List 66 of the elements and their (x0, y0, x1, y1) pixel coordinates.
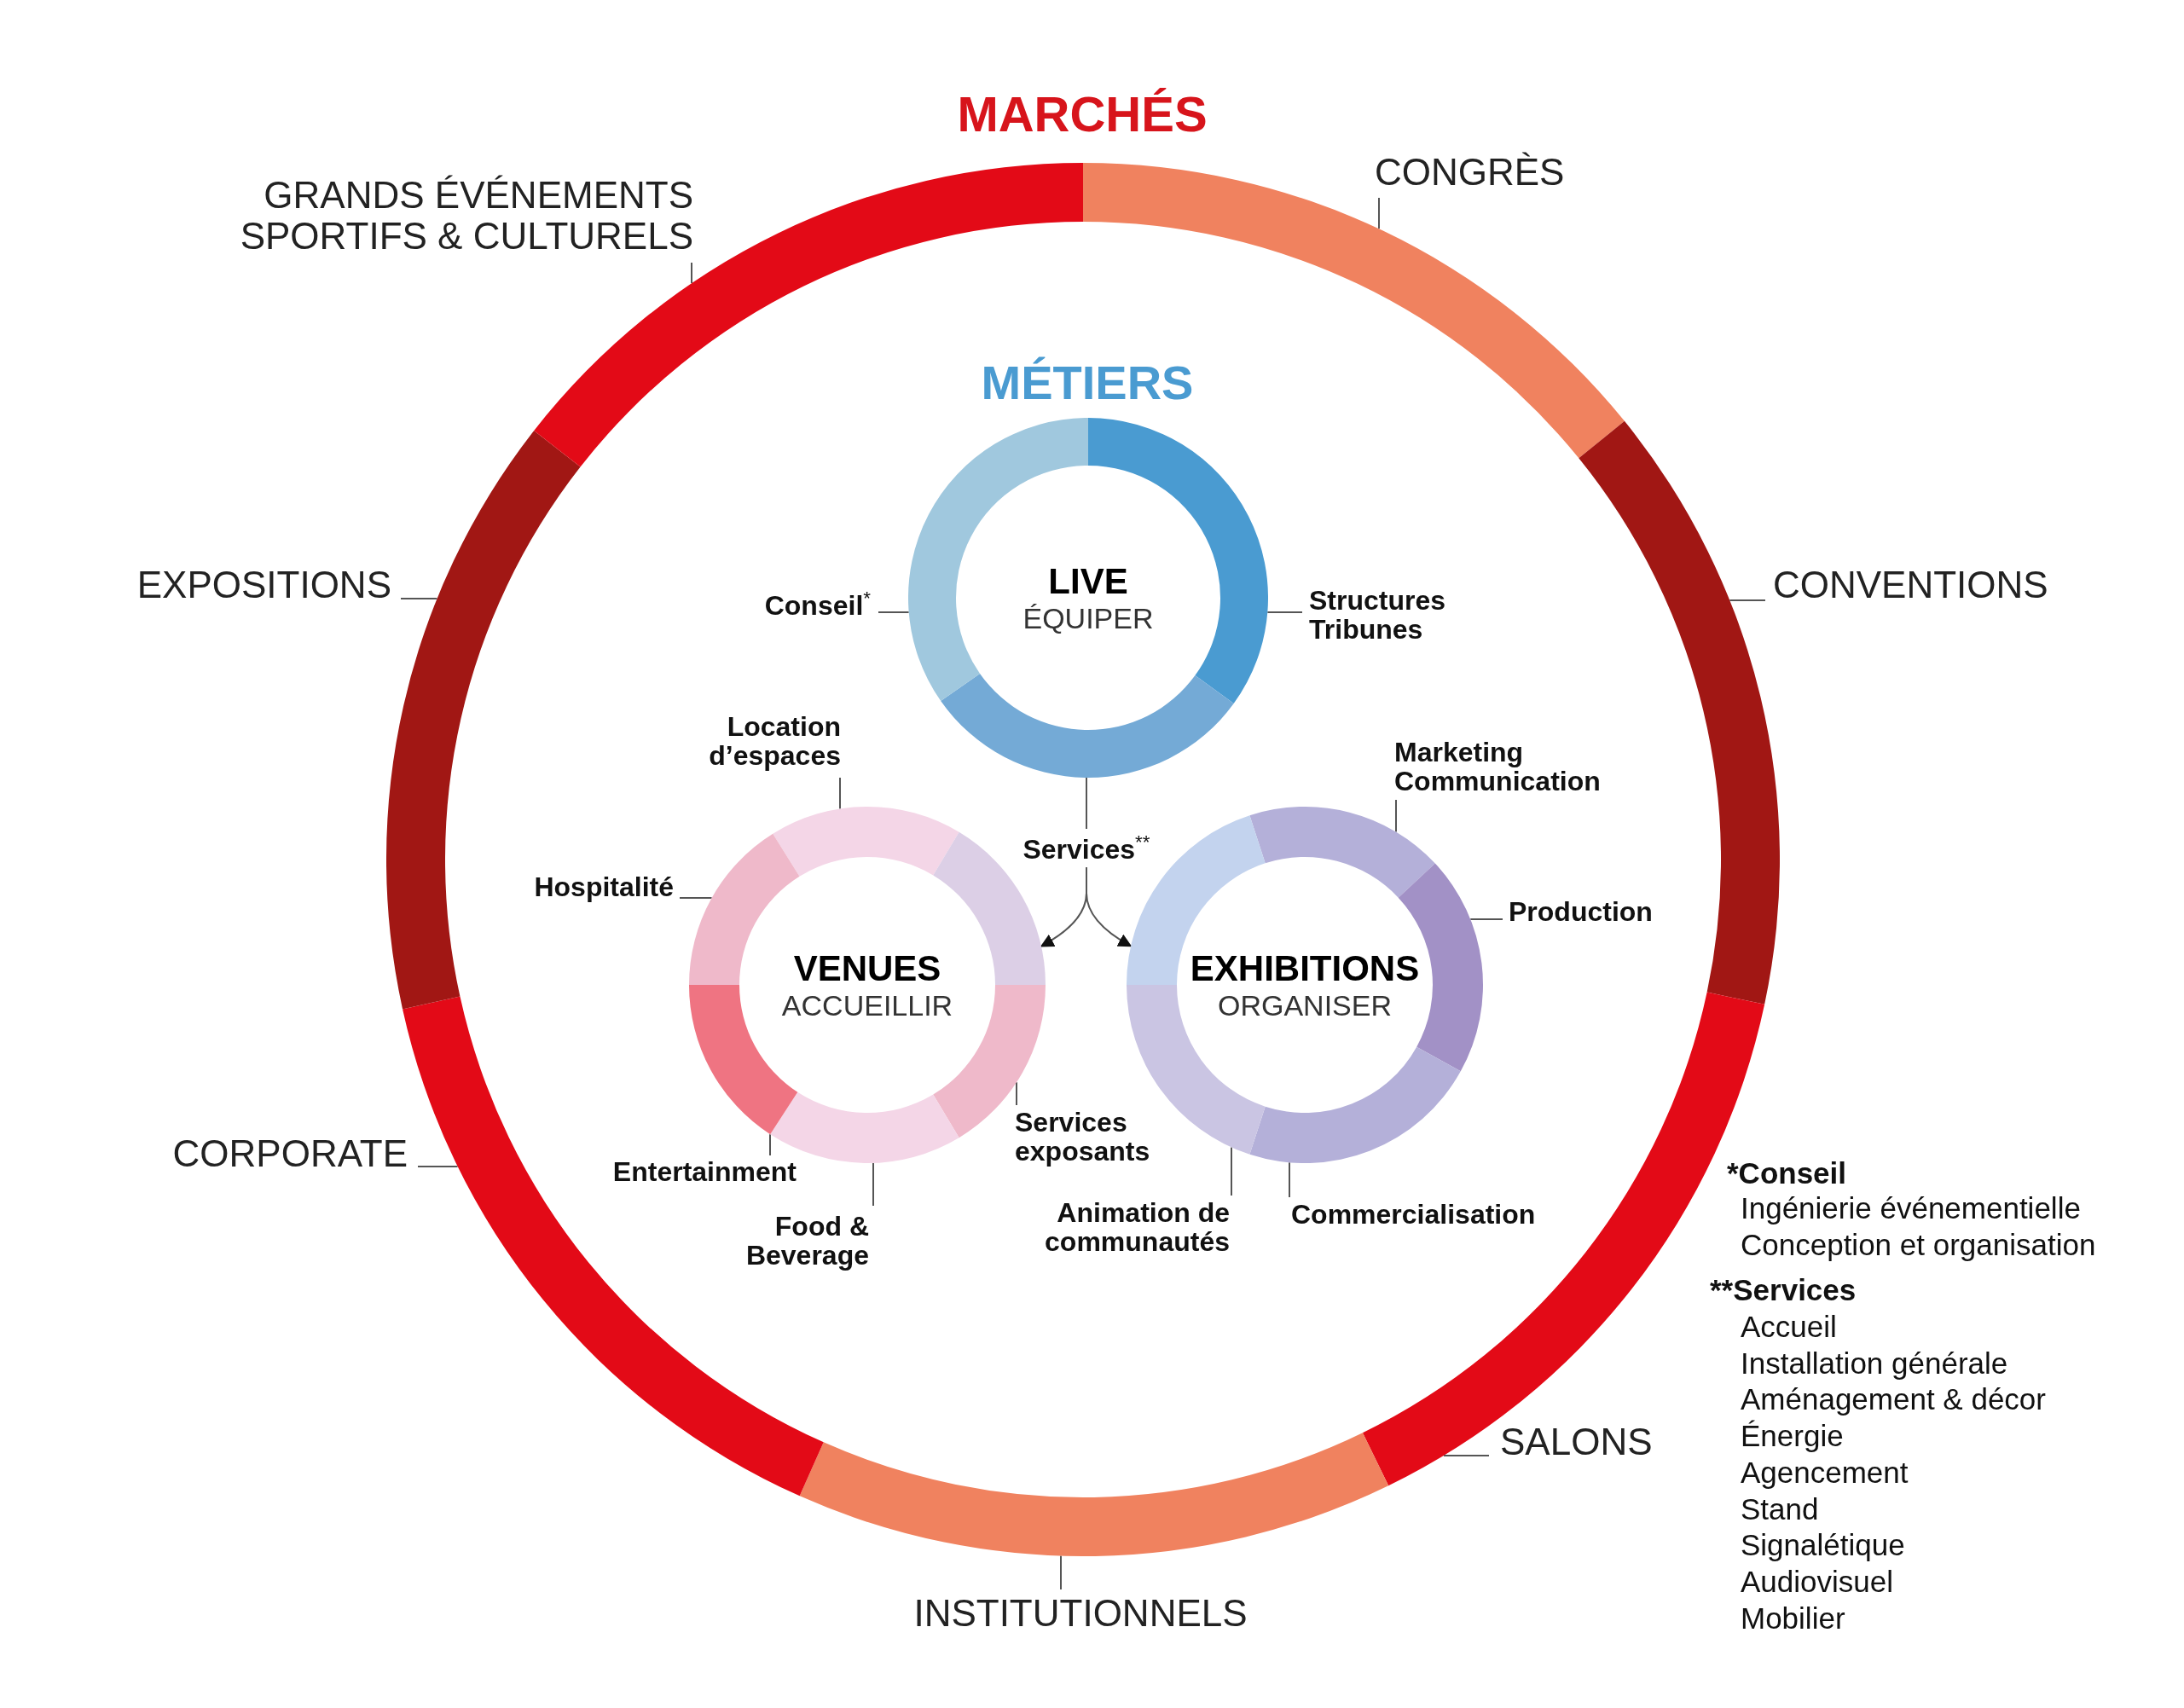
leader-line (1231, 1146, 1232, 1196)
leader-line (1442, 1455, 1490, 1456)
center-title: LIVE (1048, 560, 1128, 602)
center-subtitle: ÉQUIPER (1022, 601, 1154, 635)
ring-segment (770, 1091, 959, 1163)
leader-line (1378, 197, 1380, 230)
leader-line (679, 897, 713, 899)
leader-line (1266, 611, 1303, 613)
leader-line (691, 262, 692, 285)
footnote-heading: *Conseil (1727, 1156, 1847, 1190)
activity-label: Structures Tribunes (1309, 587, 1497, 645)
market-label: CORPORATE (172, 1133, 408, 1174)
market-label: INSTITUTIONNELS (913, 1593, 1248, 1634)
section-heading: MÉTIERS (981, 355, 1194, 410)
arrow (1086, 866, 1133, 947)
leader-line (1395, 799, 1397, 833)
activity-label: Animation de communautés (974, 1199, 1230, 1257)
activity-label: Services exposants (1015, 1109, 1185, 1167)
footnote-item: Installation générale (1741, 1346, 2008, 1381)
footnote-item: Signalétique (1741, 1528, 1905, 1563)
activity-label: Food & Beverage (707, 1213, 869, 1271)
footnote-item: Audiovisuel (1741, 1564, 1893, 1599)
market-label: EXPOSITIONS (136, 565, 391, 605)
market-label: GRANDS ÉVÉNEMENTS SPORTIFS & CULTURELS (182, 175, 693, 257)
footnote-item: Agencement (1741, 1455, 1909, 1490)
footnote-heading: **Services (1710, 1273, 1857, 1307)
activity-label: Commercialisation (1291, 1201, 1536, 1230)
market-label: CONGRÈS (1375, 152, 1565, 193)
footnote-item: Conception et organisation (1741, 1228, 2096, 1262)
leader-line (1469, 918, 1503, 920)
leader-line (872, 1161, 874, 1207)
market-label: SALONS (1500, 1421, 1653, 1462)
ring-segment (1249, 1046, 1461, 1163)
activity-label: Production (1509, 898, 1653, 927)
ring-segment (773, 807, 959, 877)
activity-label: Location d’espaces (670, 713, 841, 771)
ring-segment (1249, 807, 1435, 898)
leader-line (769, 1133, 771, 1156)
activity-label: Services$^{**}$ (1022, 832, 1150, 865)
activity-label: Entertainment (612, 1158, 797, 1187)
section-heading: MARCHÉS (957, 85, 1208, 142)
footnote-item: Mobilier (1741, 1601, 1845, 1636)
leader-line (400, 598, 438, 599)
center-subtitle: ORGANISER (1217, 988, 1392, 1022)
footnote-item: Énergie (1741, 1419, 1844, 1454)
leader-line (878, 611, 910, 613)
activity-label: Marketing Communication (1394, 738, 1667, 796)
center-title: EXHIBITIONS (1190, 947, 1420, 989)
ring-segment (941, 673, 1234, 778)
leader-line (1729, 599, 1766, 601)
activity-label: Hospitalité (534, 873, 674, 902)
market-label: CONVENTIONS (1773, 565, 2048, 605)
center-title: VENUES (793, 947, 941, 989)
leader-line (1016, 1081, 1017, 1106)
leader-line (1060, 1555, 1062, 1590)
footnote-item: Ingénierie événementielle (1741, 1191, 2081, 1225)
leader-line (1289, 1161, 1290, 1198)
leader-line (839, 777, 841, 810)
footnote-item: Stand (1741, 1491, 1819, 1526)
activity-label: Conseil$^{*}$ (764, 588, 871, 621)
footnote-item: Aménagement & décor (1741, 1382, 2046, 1417)
leader-line (1086, 777, 1087, 830)
ring-segment (799, 1433, 1389, 1556)
leader-line (417, 1166, 459, 1167)
footnote-item: Accueil (1741, 1310, 1837, 1344)
center-subtitle: ACCUEILLIR (781, 988, 953, 1022)
